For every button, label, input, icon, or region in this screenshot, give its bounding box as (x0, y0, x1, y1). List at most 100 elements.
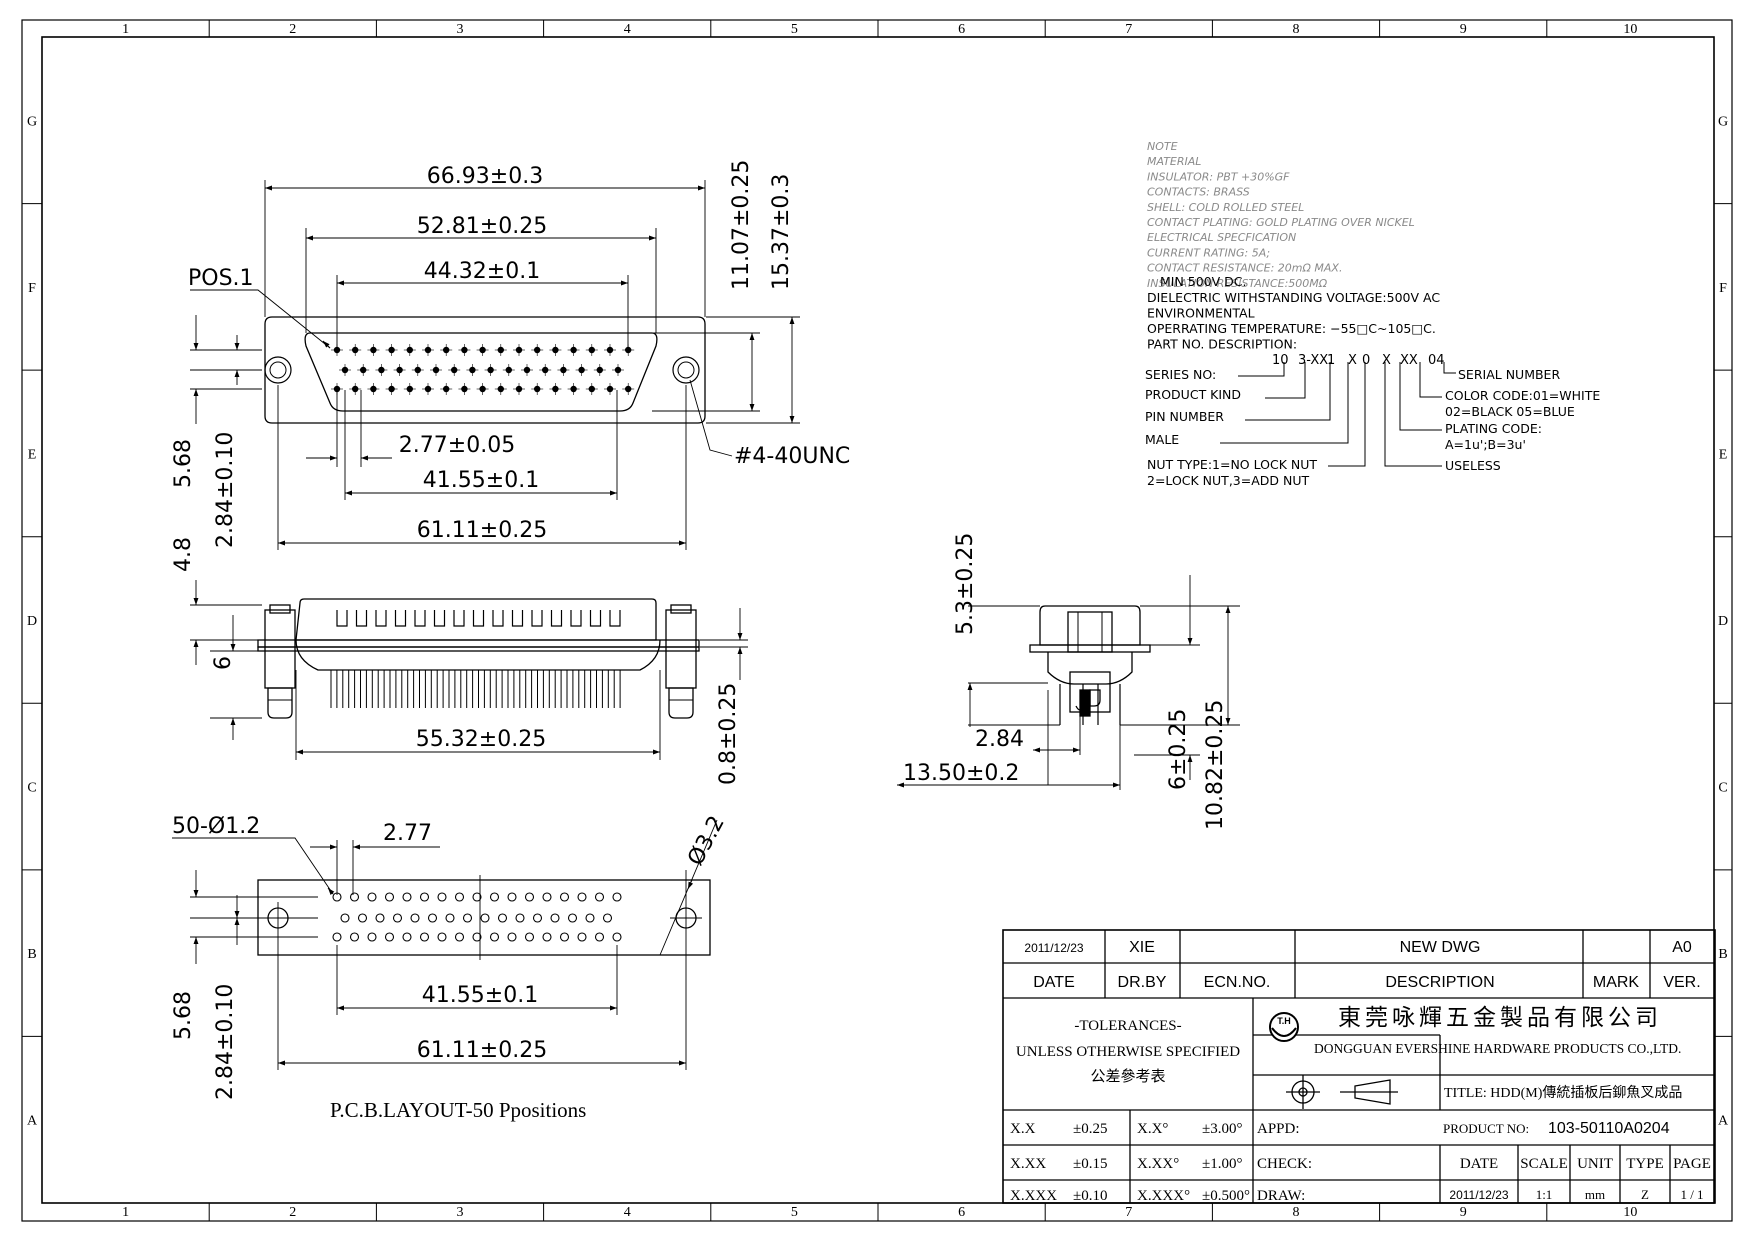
pcb-hole (542, 932, 552, 942)
frame-row-label: G (27, 114, 37, 129)
appd-label: APPD: (1257, 1121, 1300, 1137)
tolerance-cell: ±0.500° (1202, 1188, 1250, 1204)
pcb-hole (367, 892, 377, 902)
drawing-frame (21, 19, 1733, 1222)
tolerances-note: UNLESS OTHERWISE SPECIFIED (1016, 1044, 1240, 1060)
pcb-hole (497, 913, 508, 923)
contact-cavity (472, 610, 485, 627)
draw-label: DRAW: (1257, 1188, 1305, 1204)
contact-pin (575, 364, 588, 376)
part-code-segment: 3-XX (1298, 353, 1328, 368)
pcb-hole (507, 892, 517, 902)
dim-flange-inner: 52.81±0.25 (417, 214, 547, 239)
part-code-segment: X (1348, 353, 1357, 368)
contact-cavity (336, 610, 348, 627)
pcb-dim-mount-hole: Ø3.2 (683, 812, 730, 870)
tolerance-cell: X.XX° (1137, 1156, 1179, 1172)
value-date: 2011/12/23 (1449, 1188, 1508, 1202)
contact-pin (549, 383, 562, 395)
note-line: MATERIAL (1147, 155, 1201, 168)
frame-row-label: F (28, 281, 36, 296)
contact-pin (567, 383, 580, 395)
pcb-hole (437, 892, 447, 902)
frame-row-label: A (1718, 1114, 1729, 1129)
dim-6-end: 6±0.25 (1166, 709, 1191, 790)
value-unit: mm (1585, 1187, 1605, 1202)
tolerance-cell: X.XXX (1010, 1188, 1057, 1204)
pcb-hole (402, 892, 412, 902)
frame-column-label: 1 (122, 22, 129, 37)
contact-pin (531, 383, 544, 395)
part-code-segment: XX (1400, 353, 1418, 368)
dim-6: 6 (211, 656, 236, 670)
note-line: OPERRATING TEMPERATURE: −55□C~105□C. (1147, 321, 1436, 336)
frame-column-label: 1 (122, 1205, 129, 1220)
contact-pin (430, 364, 442, 376)
logo-text: T.H (1277, 1016, 1291, 1026)
note-line: SHELL: COLD ROLLED STEEL (1147, 201, 1304, 214)
frame-row-label: F (1719, 281, 1727, 296)
drawing-title: TITLE: HDD(M)傳統插板后鉚魚叉成品 (1444, 1084, 1682, 1101)
company-name-en: DONGGUAN EVERSHINE HARDWARE PRODUCTS CO.… (1314, 1041, 1681, 1056)
pcb-hole (577, 932, 587, 942)
end-view: 5.3±0.25 2.84 13.50±0.2 6±0.25 10.82±0.2… (897, 533, 1240, 830)
footer-date: DATE (1460, 1156, 1498, 1172)
note-line: NOTE (1147, 140, 1178, 153)
third-angle-projection-icon (1286, 1075, 1398, 1109)
pcb-hole (437, 932, 447, 942)
pcb-hole (542, 892, 552, 902)
contact-pin (604, 344, 616, 356)
pcb-hole (507, 932, 517, 942)
dim-overall-width: 66.93±0.3 (427, 164, 543, 189)
pcb-hole (419, 932, 430, 942)
contact-cavity (453, 610, 465, 627)
frame-column-label: 4 (624, 1205, 631, 1220)
part-code-segment: 10 (1272, 353, 1289, 368)
note-line: CONTACTS: BRASS (1147, 186, 1250, 199)
contact-pin (458, 344, 471, 356)
frame-column-label: 5 (791, 1205, 798, 1220)
label-pin: PIN NUMBER (1145, 409, 1224, 424)
pcb-caption: P.C.B.LAYOUT-50 Ppositions (330, 1098, 586, 1122)
tolerance-cell: ±0.25 (1073, 1121, 1107, 1137)
frame-row-label: B (27, 947, 36, 962)
footer-unit: UNIT (1577, 1156, 1613, 1172)
frame-column-label: 8 (1293, 1205, 1300, 1220)
note-line: PART NO. DESCRIPTION: (1147, 337, 1297, 352)
note-line: CONTACT RESISTANCE: 20mΩ MAX. (1147, 262, 1342, 275)
pcb-hole (349, 932, 360, 942)
dim-inner-height: 11.07±0.25 (729, 160, 754, 290)
contact-pin (349, 344, 362, 356)
contact-pin (466, 364, 479, 376)
label-serial: SERIAL NUMBER (1458, 367, 1560, 382)
contact-cavity (375, 610, 387, 627)
pcb-hole (402, 932, 412, 942)
pcb-hole (357, 913, 368, 923)
contact-pin (502, 364, 515, 376)
pcb-hole (392, 913, 403, 923)
pcb-hole (524, 892, 535, 902)
pcb-hole (472, 892, 482, 902)
tolerances-cn: 公差參考表 (1090, 1068, 1165, 1085)
pcb-hole (384, 892, 395, 902)
header-ver: VER. (1663, 974, 1700, 991)
frame-row-label: A (27, 1114, 38, 1129)
frame-row-label: G (1718, 114, 1728, 129)
rev-date: 2011/12/23 (1024, 941, 1083, 955)
dim-left-568: 5.68 (171, 439, 196, 488)
contact-pin (567, 344, 580, 356)
frame-column-label: 8 (1293, 22, 1300, 37)
tolerance-cell: ±0.15 (1073, 1156, 1107, 1172)
label-male: MALE (1145, 432, 1179, 447)
contact-cavity (570, 610, 582, 627)
frame-row-label: B (1718, 947, 1727, 962)
contact-pin (349, 383, 362, 395)
notes-insulation-tail: MIN 500V DC. (1160, 274, 1247, 289)
contact-cavity (394, 610, 407, 627)
pcb-hole (524, 932, 535, 942)
pcb-hole (577, 892, 587, 902)
dim-1350: 13.50±0.2 (903, 761, 1019, 786)
frame-column-label: 5 (791, 22, 798, 37)
contact-pin (604, 383, 616, 395)
contact-pin (385, 344, 398, 356)
